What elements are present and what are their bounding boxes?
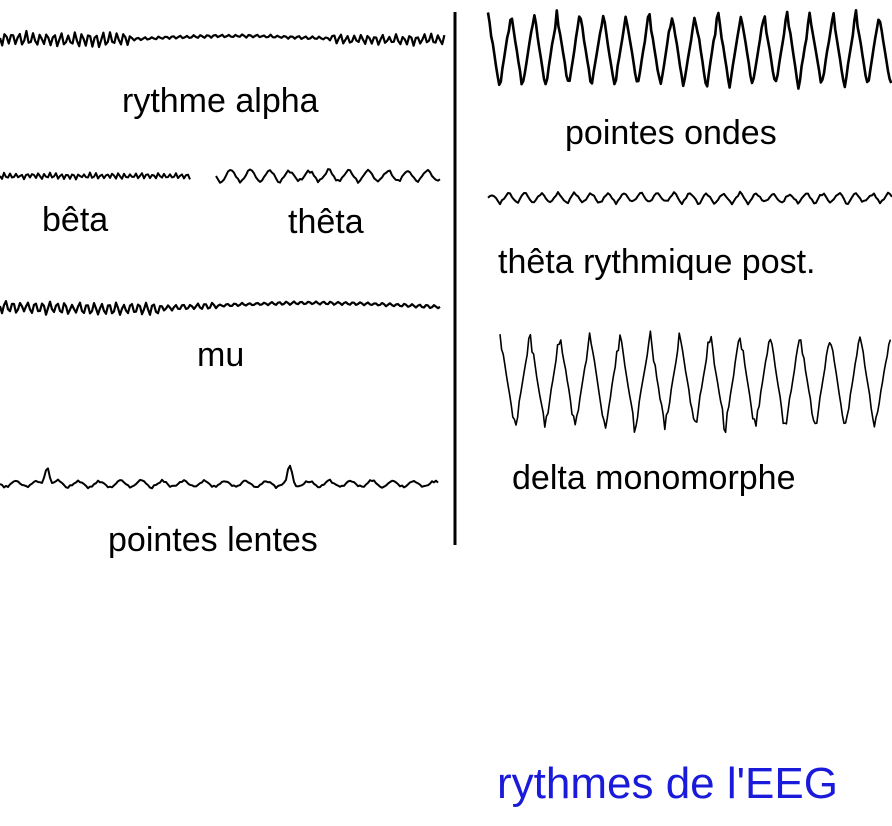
trace-rythme-alpha bbox=[0, 29, 446, 49]
trace-beta bbox=[0, 171, 191, 181]
label-beta: bêta bbox=[42, 201, 109, 239]
label-theta-rythmique-post: thêta rythmique post. bbox=[498, 243, 816, 281]
trace-theta-rythmique-post bbox=[487, 190, 892, 206]
label-pointes-ondes: pointes ondes bbox=[565, 114, 777, 152]
trace-theta bbox=[215, 168, 441, 184]
label-rythme-alpha: rythme alpha bbox=[122, 82, 319, 120]
label-theta: thêta bbox=[288, 203, 364, 241]
label-mu: mu bbox=[197, 336, 245, 374]
figure-title: rythmes de l'EEG bbox=[497, 759, 838, 808]
trace-pointes-lentes bbox=[0, 464, 439, 490]
trace-mu bbox=[0, 300, 441, 316]
label-pointes-lentes: pointes lentes bbox=[108, 521, 318, 559]
trace-pointes-ondes bbox=[486, 9, 892, 90]
label-delta-monomorphe: delta monomorphe bbox=[512, 459, 796, 497]
trace-delta-monomorphe bbox=[499, 330, 892, 434]
